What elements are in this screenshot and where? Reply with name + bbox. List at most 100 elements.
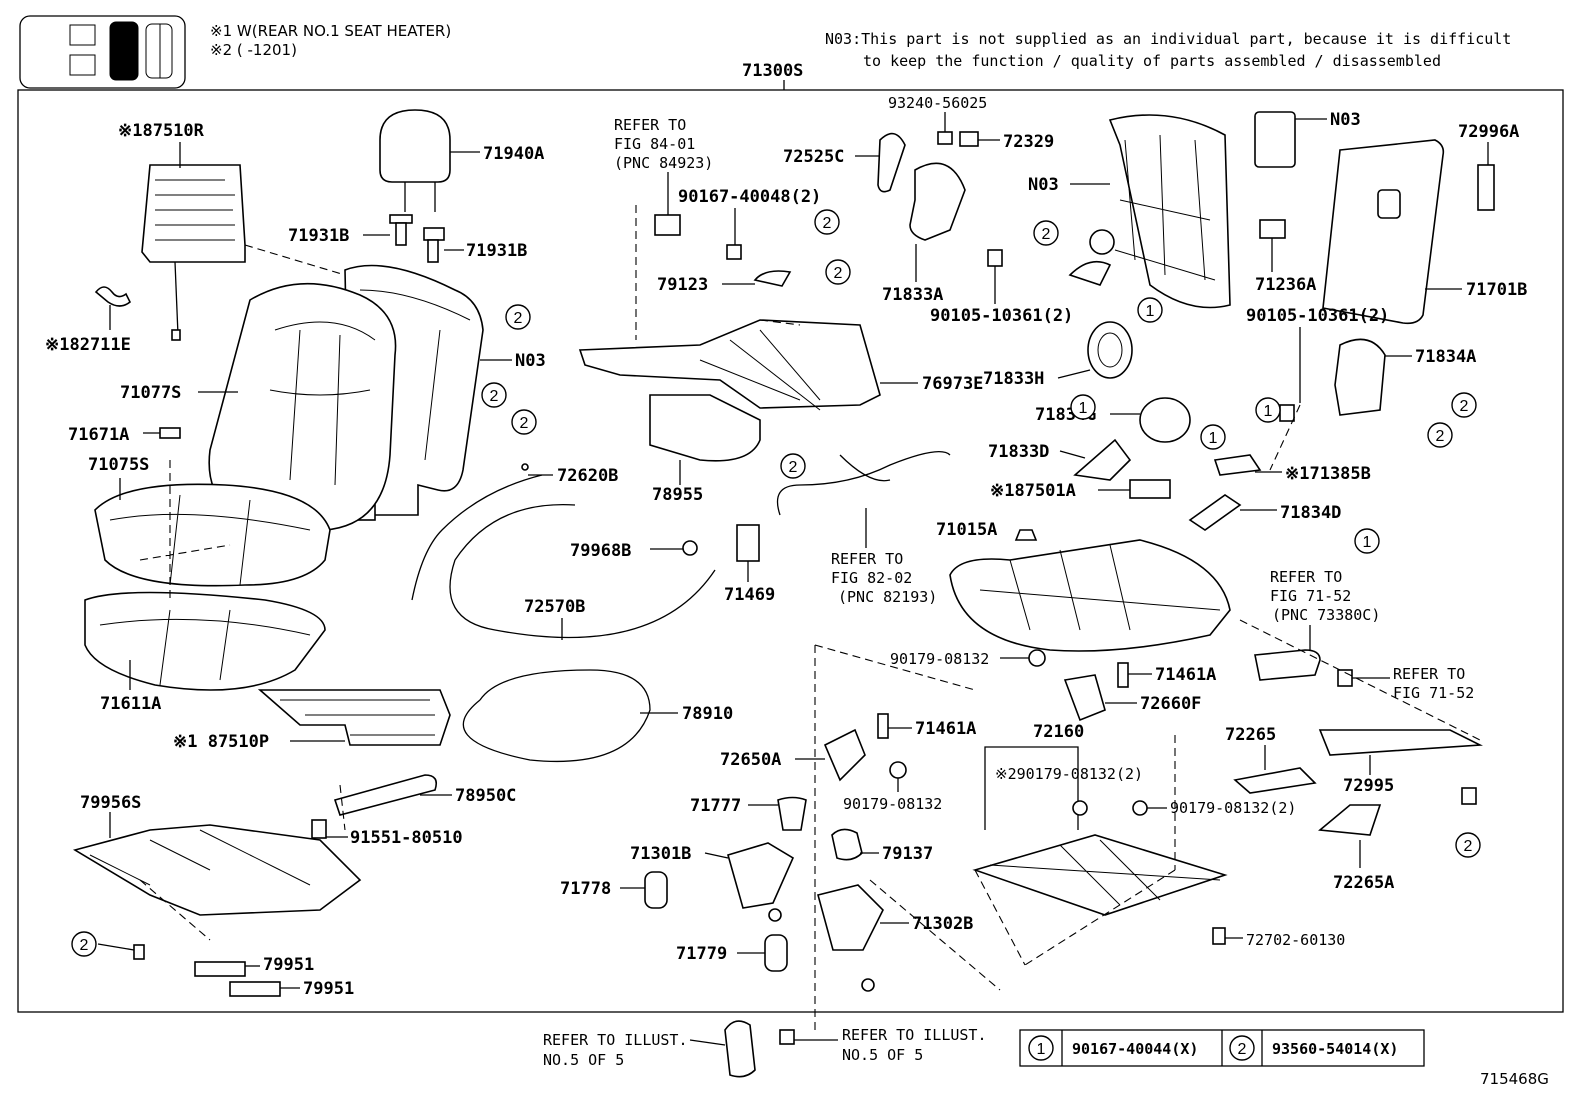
nut-90179-x2 [1072, 800, 1088, 816]
label-72660F: 72660F [1140, 694, 1201, 714]
n03-note-line-2: to keep the function / quality of parts … [863, 52, 1441, 70]
bolt-93240 [937, 131, 953, 145]
label-90179-2: 90179-08132(2) [1170, 799, 1296, 817]
clip-71236A [1259, 219, 1286, 239]
refer-illust-r-1: REFER TO ILLUST. [842, 1026, 987, 1044]
label-72650A: 72650A [720, 750, 781, 770]
bracket-78950C [333, 774, 438, 831]
callout-number-one: 1 [1264, 403, 1273, 420]
cushion-frame-71015A [949, 529, 1231, 652]
label-72265A: 72265A [1333, 873, 1394, 893]
cover-71778 [644, 871, 668, 909]
refer-7152b-1: REFER TO [1393, 665, 1465, 683]
headrest-guide-left [389, 214, 413, 246]
label-79956S: 79956S [80, 793, 141, 813]
nut-90179-a [1028, 649, 1046, 667]
label-79137: 79137 [882, 844, 933, 864]
callout-circle-one [1354, 528, 1380, 554]
fastener-table [1019, 1029, 1425, 1067]
cover-71833H [1087, 321, 1133, 379]
label-90179-a: 90179-08132 [890, 650, 989, 668]
label-79951-a: 79951 [263, 955, 314, 975]
cover-72995 [1318, 729, 1483, 756]
callout-number-two: 2 [834, 265, 843, 282]
bolt-90167-40048 [726, 244, 742, 260]
lever-72650A [823, 728, 866, 782]
label-71015A: 71015A [936, 520, 997, 540]
label-72996A: 72996A [1458, 122, 1519, 142]
heater-mat-cushion [257, 689, 451, 746]
table-part-2: 93560-54014(X) [1272, 1040, 1398, 1058]
label-71931B-right: 71931B [466, 241, 527, 261]
refer-7152a-1: REFER TO [1270, 568, 1342, 586]
refer-8401-1: REFER TO [614, 116, 686, 134]
headrest [379, 109, 451, 212]
label-79951-b: 79951 [303, 979, 354, 999]
bottom-clip-right [779, 1029, 795, 1045]
seat-cushion-cover [94, 483, 331, 587]
table-callout-1: 1 [1037, 1041, 1046, 1058]
cable-78910 [462, 669, 651, 763]
callout-number-two: 2 [520, 415, 529, 432]
spring-71461A-r [1117, 662, 1129, 688]
label-71833A: 71833A [882, 285, 943, 305]
bolt-91551 [311, 819, 327, 839]
cover-71777 [777, 796, 807, 831]
label-N03-frame: N03 [1028, 175, 1059, 195]
label-78950C: 78950C [455, 786, 516, 806]
cover-71779 [764, 934, 788, 972]
label-71461A-l: 71461A [915, 719, 976, 739]
clip-79123 [753, 270, 792, 287]
clip-71671A [159, 427, 181, 439]
callout-number-one: 1 [1209, 430, 1218, 447]
cover-71834A [1334, 338, 1386, 416]
lock-71301B [727, 842, 795, 922]
label-79123: 79123 [657, 275, 708, 295]
label-87510R: ※187510R [118, 121, 205, 141]
clip-72996A [1477, 164, 1495, 211]
label-71777: 71777 [690, 796, 741, 816]
clip-182711E [94, 286, 132, 307]
label-72265: 72265 [1225, 725, 1276, 745]
label-71779: 71779 [676, 944, 727, 964]
label-76973E: 76973E [922, 374, 983, 394]
cover-72265 [1233, 767, 1317, 794]
seat-shield-79956S [72, 824, 362, 916]
cover-71833A [909, 162, 966, 241]
callout-circle-two [505, 304, 531, 330]
label-90179-x2: ※290179-08132(2) [995, 765, 1143, 783]
callout-circle-one [1070, 394, 1096, 420]
label-71302B: 71302B [912, 914, 973, 934]
table-callout-2: 2 [1238, 1041, 1247, 1058]
label-90167-40048: 90167-40048(2) [678, 187, 821, 207]
cover-79137 [831, 828, 863, 861]
seatback-frame [1068, 114, 1231, 309]
label-79968B: 79968B [570, 541, 631, 561]
bolt-90105-a [987, 249, 1003, 267]
seat-track-72160 [972, 834, 1228, 916]
callout-number-two: 2 [1042, 226, 1051, 243]
label-78910: 78910 [682, 704, 733, 724]
clip-79968B [682, 540, 698, 556]
clip-72329 [959, 131, 979, 147]
cover-79951-a [194, 961, 246, 977]
label-71834D: 71834D [1280, 503, 1341, 523]
callout-number-two: 2 [80, 937, 89, 954]
sensor-84923 [654, 214, 681, 236]
cover-79951-b [229, 981, 281, 997]
label-87510P: ※1 87510P [173, 732, 269, 752]
callout-circle-two [825, 259, 851, 285]
label-93240: 93240-56025 [888, 94, 987, 112]
cover-71834D [1188, 494, 1242, 531]
refer-8202-1: REFER TO [831, 550, 903, 568]
label-90105-b: 90105-10361(2) [1246, 306, 1389, 326]
callout-circle-two [1427, 422, 1453, 448]
label-71385B: ※171385B [1285, 464, 1371, 484]
wire-harness-82193 [776, 451, 951, 516]
label-N03-top: N03 [1330, 110, 1361, 130]
cable-72570B [449, 503, 716, 639]
label-71671A: 71671A [68, 425, 129, 445]
callout-circle-one [1137, 297, 1163, 323]
seat-pan-76973E [578, 319, 881, 411]
